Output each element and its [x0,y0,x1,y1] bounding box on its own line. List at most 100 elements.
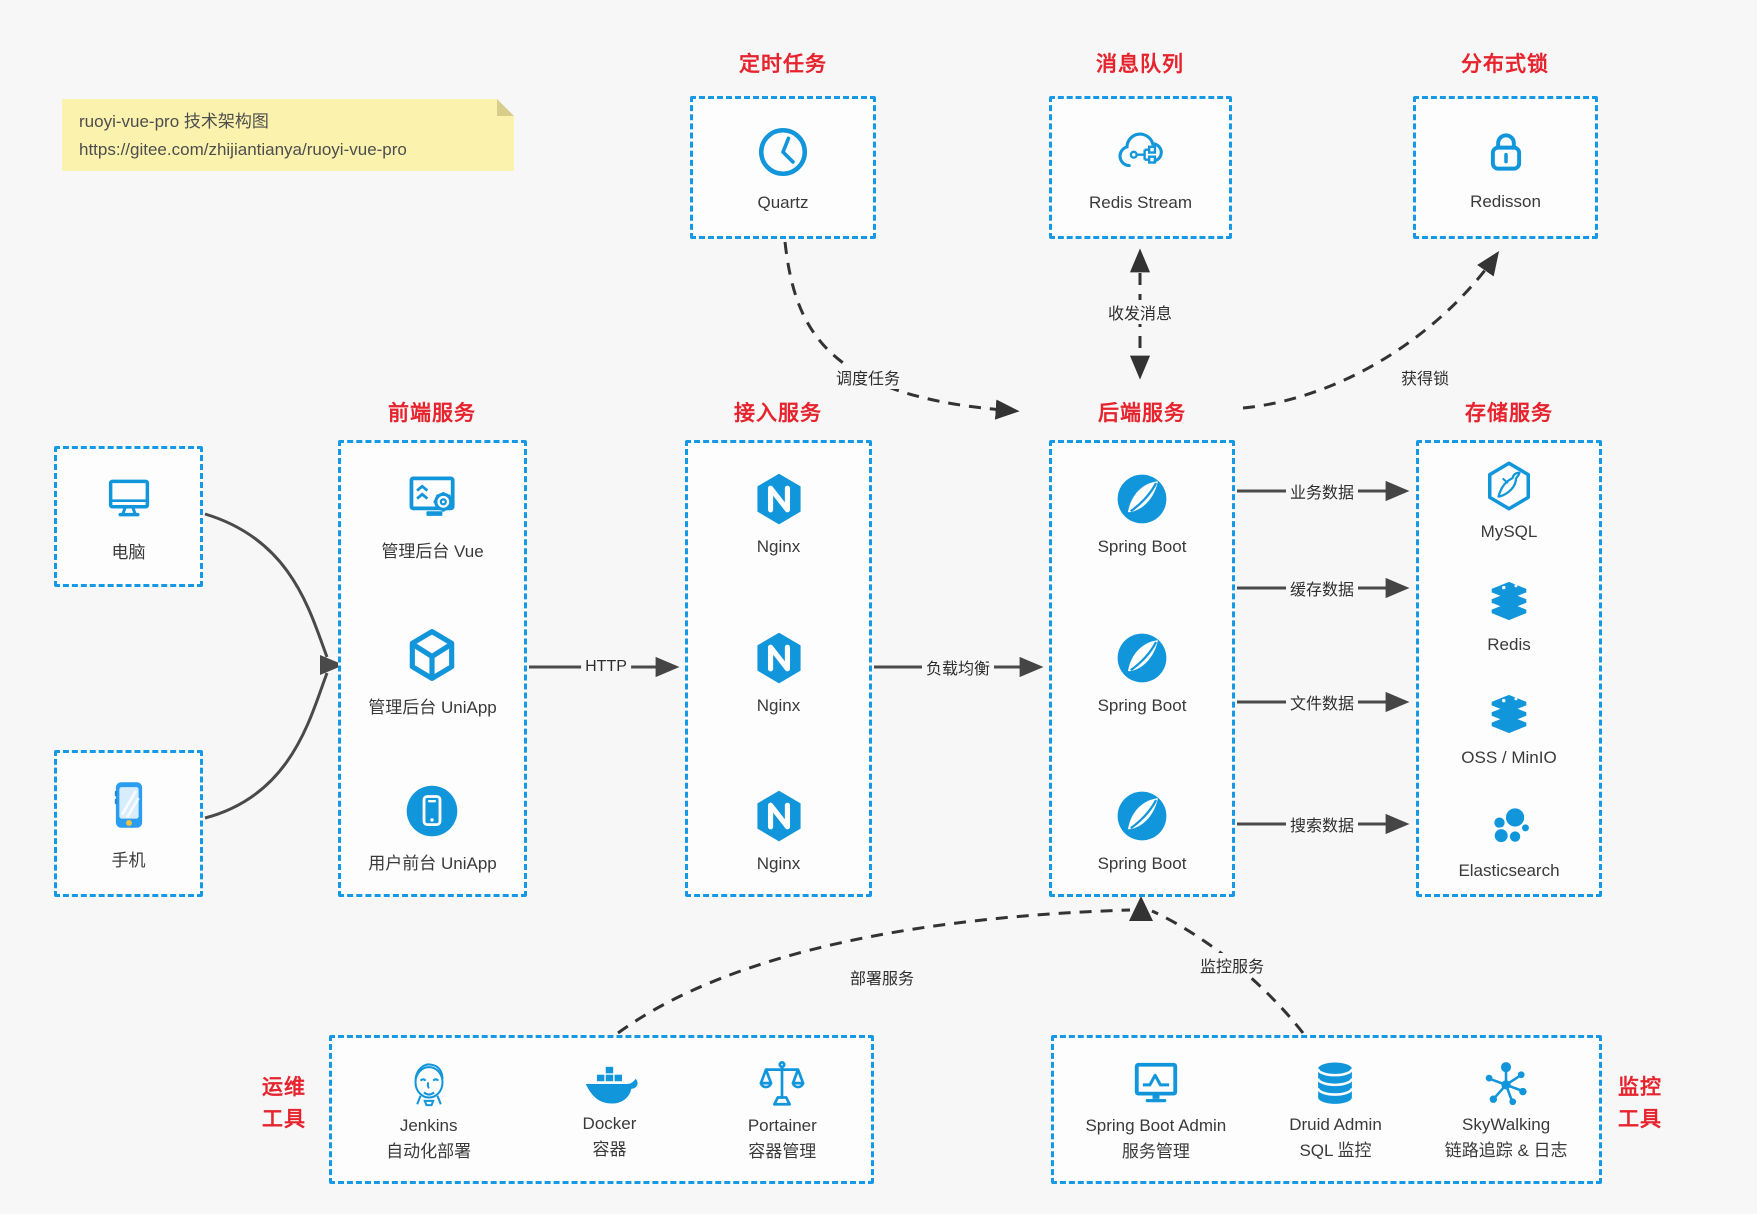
edge-label-business-data: 业务数据 [1285,479,1359,503]
note-fold-corner [497,99,514,116]
admin-vue-item: 管理后台 Vue [381,469,484,562]
group-title-gateway: 接入服务 [734,402,822,425]
redis-stack-icon [1481,575,1537,627]
skywalking-item: SkyWalking 链路追踪 & 日志 [1445,1057,1568,1163]
portainer-name: Portainer [747,1115,817,1135]
jenkins-item: Jenkins 自动化部署 [386,1056,471,1164]
docker-name: Docker [582,1113,637,1133]
redisson-label: Redisson [1470,191,1541,211]
topology-icon [1479,1057,1533,1111]
ops-tools-box: Jenkins 自动化部署 Docker 容器 Portainer 容器管理 [329,1035,874,1184]
spring-boot-item: Spring Boot [1097,469,1187,557]
group-title-message-queue: 消息队列 [1096,53,1184,76]
redis-item: Redis [1481,575,1537,655]
desktop-icon [99,470,159,526]
portainer-item: Portainer 容器管理 [748,1056,817,1164]
admin-uniapp-label: 管理后台 UniApp [368,698,497,717]
skywalking-name: SkyWalking [1462,1114,1551,1134]
database-icon [1308,1057,1362,1111]
portainer-icon [755,1056,809,1112]
nginx-item: Nginx [749,786,809,874]
jenkins-desc: 自动化部署 [386,1141,472,1161]
lock-icon [1478,124,1534,180]
nginx-label: Nginx [756,537,801,556]
mysql-item: MySQL [1480,458,1538,542]
admin-monitor-icon [1126,1056,1186,1112]
oss-minio-label: OSS / MinIO [1461,748,1557,767]
spring-boot-admin-desc: 服务管理 [1121,1141,1190,1161]
nginx-label: Nginx [756,854,801,873]
storage-box: MySQL Redis OSS / MinIO Elasticsearch [1416,440,1602,897]
docker-icon [579,1058,639,1110]
user-uniapp-label: 用户前台 UniApp [368,854,497,873]
group-title-distributed-lock: 分布式锁 [1461,53,1549,76]
druid-admin-name: Druid Admin [1289,1114,1382,1134]
edge-label-deploy-service: 部署服务 [845,965,919,989]
admin-vue-label: 管理后台 Vue [381,542,484,561]
oss-minio-item: OSS / MinIO [1461,688,1557,768]
spring-boot-label: Spring Boot [1097,537,1187,556]
portainer-desc: 容器管理 [748,1141,817,1161]
edge-label-schedule-task: 调度任务 [831,365,905,389]
pc-client-box: 电脑 [54,446,203,587]
edge-label-search-data: 搜索数据 [1285,812,1359,836]
nginx-icon [749,628,809,688]
docker-item: Docker 容器 [579,1058,639,1162]
nginx-label: Nginx [756,695,801,715]
docker-desc: 容器 [592,1139,627,1159]
edge-label-load-balance: 负载均衡 [921,655,995,679]
edge-label-file-data: 文件数据 [1285,690,1359,714]
jenkins-name: Jenkins [399,1115,458,1135]
smartphone-icon [101,776,157,834]
redis-stream-label: Redis Stream [1089,192,1192,212]
nginx-item: Nginx [749,628,809,716]
mobile-client-box: 手机 [54,750,203,897]
edge-label-acquire-lock: 获得锁 [1396,365,1454,389]
redisson-box: Redisson [1413,96,1598,239]
elasticsearch-icon [1481,801,1537,853]
spring-boot-label: Spring Boot [1097,695,1187,715]
nginx-icon [749,786,809,846]
jenkins-icon [402,1056,456,1112]
frontend-box: 管理后台 Vue 管理后台 UniApp 用户前台 UniApp [338,440,527,897]
spring-icon [1112,469,1172,529]
user-uniapp-item: 用户前台 UniApp [368,781,497,874]
sticky-note: ruoyi-vue-pro 技术架构图 https://gitee.com/zh… [62,99,514,171]
spring-icon [1112,628,1172,688]
backend-box: Spring Boot Spring Boot Spring Boot [1049,440,1235,897]
clock-icon [754,123,812,181]
nginx-icon [749,469,809,529]
spring-boot-item: Spring Boot [1097,786,1187,874]
quartz-label: Quartz [757,192,809,212]
group-title-scheduled-tasks: 定时任务 [739,53,827,76]
ops-tools-side-label: 运维 工具 [262,1076,306,1131]
uniapp-cube-icon [402,625,462,685]
skywalking-desc: 链路追踪 & 日志 [1444,1140,1568,1160]
group-title-frontend: 前端服务 [388,402,476,425]
edge-label-monitor-service: 监控服务 [1195,953,1269,977]
mysql-label: MySQL [1480,522,1538,541]
note-title: ruoyi-vue-pro 技术架构图 [79,112,269,131]
monitor-tools-side-label: 监控 工具 [1618,1076,1662,1131]
gateway-box: Nginx Nginx Nginx [685,440,872,897]
group-title-storage: 存储服务 [1465,402,1553,425]
edge-label-send-receive-message: 收发消息 [1103,300,1177,324]
cloud-network-icon [1111,123,1171,181]
admin-vue-icon [401,469,465,529]
spring-icon [1112,786,1172,846]
spring-boot-admin-item: Spring Boot Admin 服务管理 [1085,1056,1226,1164]
mobile-client-label: 手机 [111,851,146,870]
edge-label-cache-data: 缓存数据 [1285,576,1359,600]
redis-stream-box: Redis Stream [1049,96,1232,239]
druid-admin-desc: SQL 监控 [1299,1140,1372,1160]
elasticsearch-label: Elasticsearch [1458,861,1560,880]
redis-label: Redis [1487,635,1531,654]
druid-admin-item: Druid Admin SQL 监控 [1289,1057,1382,1163]
user-app-icon [402,781,462,841]
mysql-icon [1481,458,1537,514]
elasticsearch-item: Elasticsearch [1458,801,1560,881]
monitor-tools-box: Spring Boot Admin 服务管理 Druid Admin SQL 监… [1051,1035,1602,1184]
pc-client-label: 电脑 [111,543,146,562]
spring-boot-label: Spring Boot [1097,854,1187,873]
